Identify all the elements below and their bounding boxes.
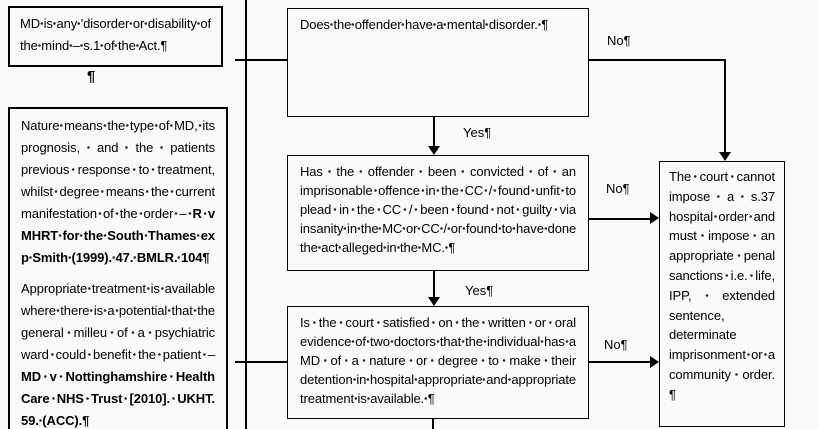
- appropriate-treatment-citation: MD v Nottinghamshire Health Care NHS Tru…: [21, 369, 216, 428]
- question-court-satisfied-run: Is the court satisfied on the written or…: [300, 315, 577, 406]
- connector-note1-to-q1-line: [235, 59, 287, 61]
- note-box-nature-degree[interactable]: Nature means the type of MD, its prognos…: [8, 107, 228, 429]
- label-yes-1[interactable]: Yes¶: [463, 125, 492, 140]
- connector-no-1-horizontal-line: [589, 59, 726, 61]
- outcome-text: The court cannot impose a s.37 hospital …: [669, 167, 775, 405]
- connector-yes-1-line: [433, 117, 435, 147]
- appropriate-treatment-paragraph: Appropriate treatment is available where…: [21, 278, 215, 429]
- connector-left-vertical-line: [245, 0, 247, 429]
- arrowhead-right-into-outcome-no2-icon: [650, 212, 659, 224]
- connector-q3-continuation-line: [432, 419, 434, 429]
- outcome-box-no-hospital-order[interactable]: The court cannot impose a s.37 hospital …: [659, 161, 785, 427]
- nature-degree-run: Nature means the type of MD, its prognos…: [21, 118, 216, 221]
- question-mental-disorder: Does the offender have a mental disorder…: [300, 15, 576, 34]
- arrowhead-right-into-outcome-no3-icon: [650, 356, 659, 368]
- question-mental-disorder-run: Does the offender have a mental disorder…: [300, 17, 549, 32]
- paragraph-mark: ¶: [87, 68, 96, 85]
- connector-no-2-line: [589, 218, 651, 220]
- outcome-run: The court cannot impose a s.37 hospital …: [669, 169, 776, 402]
- decision-box-court-satisfied[interactable]: Is the court satisfied on the written or…: [287, 306, 589, 419]
- appropriate-treatment-run: Appropriate treatment is available where…: [21, 281, 216, 362]
- label-no-3[interactable]: No¶: [604, 337, 628, 352]
- decision-box-conviction[interactable]: Has the offender been convicted of an im…: [287, 155, 589, 271]
- question-conviction-run: Has the offender been convicted of an im…: [300, 164, 577, 255]
- label-yes-2[interactable]: Yes¶: [465, 283, 494, 298]
- connector-yes-2-line: [433, 271, 435, 298]
- md-definition-text: MD is any 'disorder or disability of the…: [20, 13, 211, 57]
- decision-box-mental-disorder[interactable]: Does the offender have a mental disorder…: [287, 8, 589, 117]
- nature-degree-paragraph: Nature means the type of MD, its prognos…: [21, 115, 215, 269]
- md-definition-run: MD is any 'disorder or disability of the…: [20, 16, 211, 53]
- arrowhead-down-into-conviction-icon: [428, 146, 440, 155]
- note-box-md-definition[interactable]: MD is any 'disorder or disability of the…: [8, 6, 223, 67]
- question-conviction: Has the offender been convicted of an im…: [300, 162, 576, 257]
- question-court-satisfied: Is the court satisfied on the written or…: [300, 313, 576, 408]
- label-no-2[interactable]: No¶: [606, 181, 630, 196]
- nature-degree-citation: R v MHRT for the South Thames ex p Smith…: [21, 206, 215, 265]
- label-no-1[interactable]: No¶: [607, 33, 631, 48]
- connector-no-3-line: [589, 361, 651, 363]
- connector-no-1-vertical-line: [724, 59, 726, 153]
- connector-note2-to-q3-line: [235, 361, 287, 363]
- arrowhead-down-into-court-satisfied-icon: [428, 297, 440, 306]
- arrowhead-down-into-outcome-icon: [719, 152, 731, 161]
